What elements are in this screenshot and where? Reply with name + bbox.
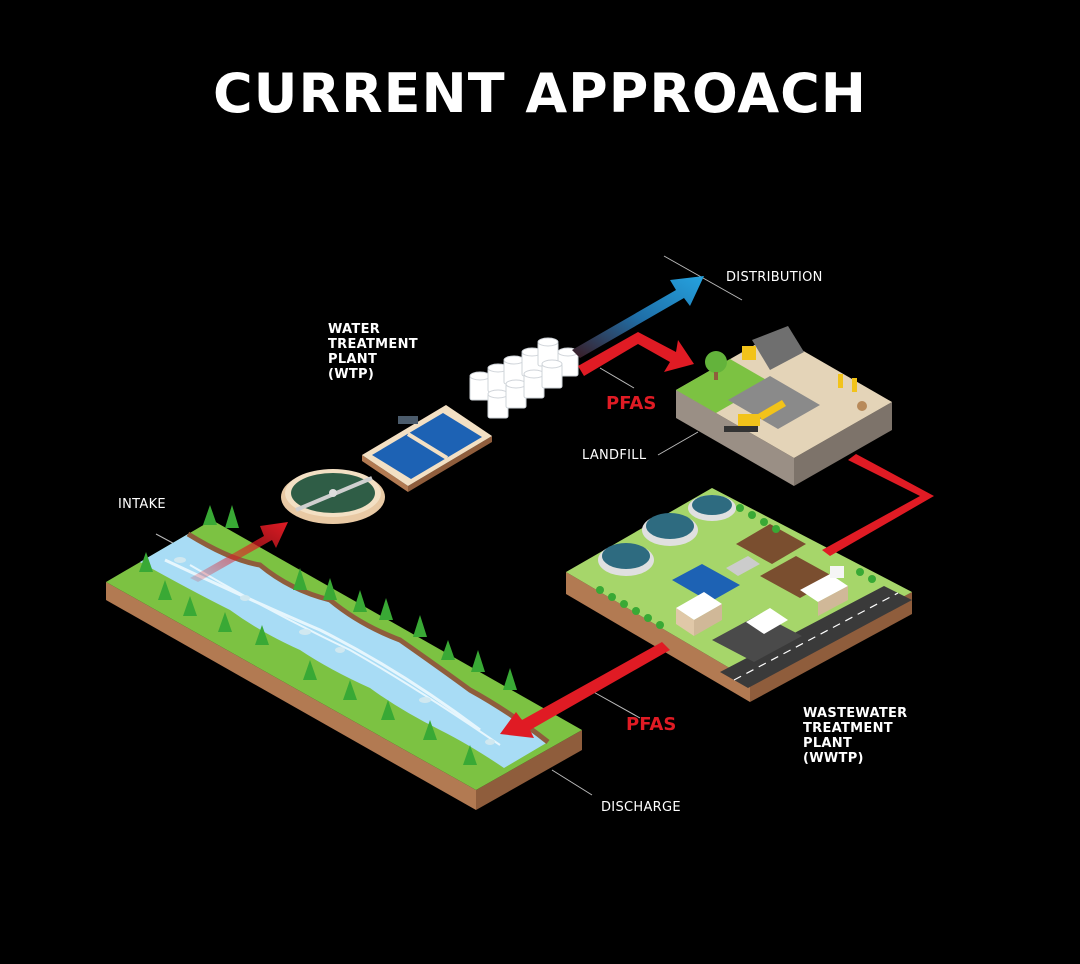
storage-tanks (469, 337, 579, 419)
label-wwtp-line2: TREATMENT (803, 721, 893, 736)
distribution-arrow (572, 276, 704, 358)
label-pfas-upper: PFAS (606, 393, 657, 414)
filter-basin (362, 405, 492, 492)
label-wwtp-line1: WASTEWATER (803, 706, 908, 721)
label-intake: INTAKE (118, 497, 166, 512)
label-wtp-line1: WATER (328, 322, 381, 337)
label-distribution: DISTRIBUTION (726, 270, 823, 285)
pfas-lower-leader-line (589, 689, 641, 719)
wwtp-tile (566, 488, 912, 702)
label-wwtp-line4: (WWTP) (803, 751, 864, 766)
discharge-arrow (500, 642, 670, 738)
label-wtp: WATER TREATMENT PLANT (WTP) (328, 322, 418, 382)
pfas-to-landfill-arrow (578, 332, 694, 376)
circular-clarifier (281, 469, 385, 524)
landfill-to-wwtp-arrow (822, 454, 934, 556)
label-discharge: DISCHARGE (601, 800, 681, 815)
river-intake-tile (106, 505, 582, 810)
label-wtp-line2: TREATMENT (328, 337, 418, 352)
label-wtp-line3: PLANT (328, 352, 378, 367)
landfill-leader-line (657, 431, 699, 456)
label-pfas-lower: PFAS (626, 714, 677, 735)
label-wwtp: WASTEWATER TREATMENT PLANT (WWTP) (803, 706, 908, 766)
discharge-leader-line (551, 769, 593, 796)
landfill-tile (676, 326, 892, 486)
label-landfill: LANDFILL (582, 448, 647, 463)
page-title: CURRENT APPROACH (213, 62, 867, 125)
intake-arrow (190, 522, 288, 582)
label-wwtp-line3: PLANT (803, 736, 853, 751)
pfas-upper-leader-line (599, 367, 635, 389)
label-wtp-line4: (WTP) (328, 367, 375, 382)
